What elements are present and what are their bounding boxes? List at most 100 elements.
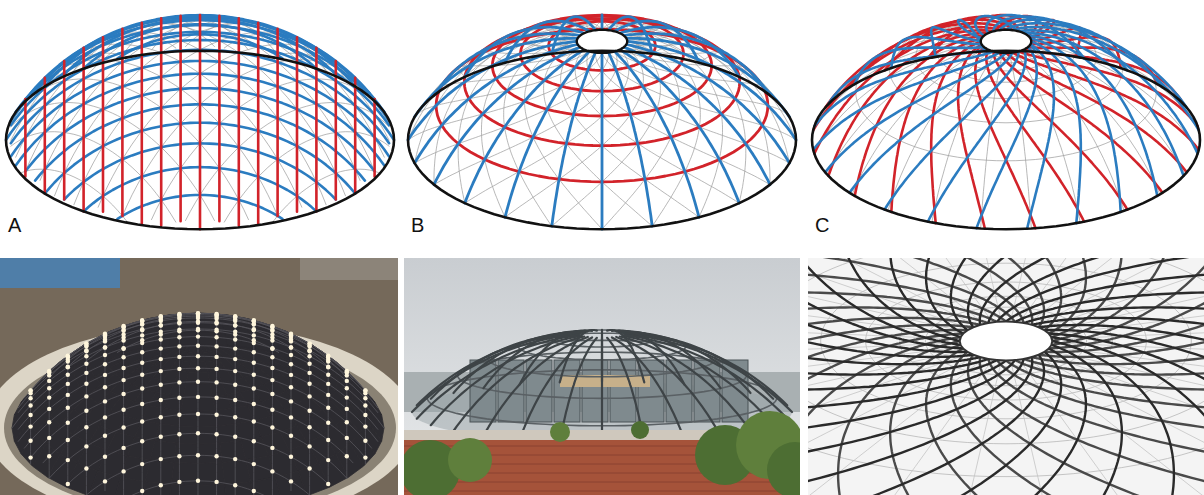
node-light: [121, 378, 125, 382]
node-light: [121, 469, 125, 473]
node-light: [66, 421, 70, 425]
diagonal-member: [458, 144, 465, 203]
red-rib: [43, 78, 46, 194]
node-light: [345, 454, 349, 458]
node-light: [28, 403, 32, 407]
blue-spiral: [885, 51, 1019, 209]
node-light: [84, 348, 88, 352]
blue-meridian: [408, 41, 577, 140]
node-light: [363, 439, 367, 443]
spiral-beam: [1045, 330, 1204, 495]
glazing: [198, 332, 227, 345]
diagonal-member: [224, 132, 389, 222]
diagonal-member: [485, 160, 505, 218]
node-light: [103, 399, 107, 403]
spiral-beam: [980, 258, 1204, 325]
node-light: [252, 333, 256, 337]
node-light: [66, 365, 70, 369]
spiral-beam: [980, 357, 1204, 495]
node-light: [233, 357, 237, 361]
diagonal-member: [525, 101, 534, 137]
node-light: [233, 346, 237, 350]
node-light: [233, 332, 237, 336]
blue-spiral: [1027, 44, 1054, 228]
node-light: [307, 362, 311, 366]
node-light: [345, 407, 349, 411]
diagonal-member: [559, 179, 602, 229]
node-light: [121, 366, 125, 370]
blue-meridian: [624, 34, 770, 96]
node-light: [289, 362, 293, 366]
dome-rib: [624, 335, 787, 419]
node-light: [66, 365, 70, 369]
node-light: [326, 365, 330, 369]
spiral-beam: [808, 355, 1044, 495]
node-light: [66, 382, 70, 386]
node-light: [326, 406, 330, 410]
diagonal-member: [623, 67, 629, 90]
ring-wall: [0, 325, 398, 495]
node-light: [84, 382, 88, 386]
node-light: [47, 379, 51, 383]
ring-member: [808, 258, 1204, 495]
node-light: [66, 438, 70, 442]
blue-meridian: [626, 44, 789, 163]
panel-letter: B: [409, 214, 426, 236]
node-light: [363, 455, 367, 459]
node-light: [326, 438, 330, 442]
node-light: [103, 353, 107, 357]
red-spiral: [828, 33, 988, 176]
blue-meridian: [465, 50, 584, 204]
node-light: [270, 366, 274, 370]
dome-base-ring: [6, 51, 394, 229]
node-light: [252, 462, 256, 466]
diagonal-member: [630, 86, 642, 114]
node-light: [84, 444, 88, 448]
red-rib: [334, 61, 337, 200]
spiral-beam: [997, 360, 1204, 443]
facade-panel: [638, 360, 664, 422]
dome-rib: [431, 336, 582, 425]
node-light: [363, 424, 367, 428]
node-light: [159, 357, 163, 361]
node-light: [214, 315, 218, 319]
node-light: [345, 436, 349, 440]
node-light: [307, 344, 311, 348]
node-light: [177, 320, 181, 324]
node-light: [214, 329, 218, 333]
node-light: [196, 354, 200, 358]
node-light: [363, 403, 367, 407]
node-light: [252, 402, 256, 406]
node-light: [345, 370, 349, 374]
panel-letter: A: [6, 214, 23, 236]
diagonal-member: [482, 114, 485, 160]
node-light: [270, 392, 274, 396]
blue-spiral: [1024, 33, 1184, 176]
node-light: [177, 344, 181, 348]
diagonal-member: [547, 109, 566, 143]
dome-grid-diagrams: [6, 15, 1200, 229]
node-light: [121, 446, 125, 450]
node-light: [196, 479, 200, 483]
node-light: [252, 489, 256, 493]
node-light: [140, 322, 144, 326]
node-light: [214, 396, 218, 400]
node-light: [121, 347, 125, 351]
node-light: [159, 435, 163, 439]
diagonal-member: [552, 182, 602, 226]
node-light: [103, 479, 107, 483]
node-light: [84, 409, 88, 413]
node-light: [252, 322, 256, 326]
glazing: [179, 410, 198, 426]
node-light: [177, 315, 181, 319]
glazing-bar: [86, 321, 309, 361]
node-light: [140, 373, 144, 377]
node-light: [214, 432, 218, 436]
glazing-bar: [24, 318, 371, 398]
node-light: [28, 455, 32, 459]
node-light: [28, 396, 32, 400]
plant: [631, 421, 649, 439]
node-light: [326, 482, 330, 486]
node-light: [121, 392, 125, 396]
glazing-bar: [117, 330, 278, 352]
